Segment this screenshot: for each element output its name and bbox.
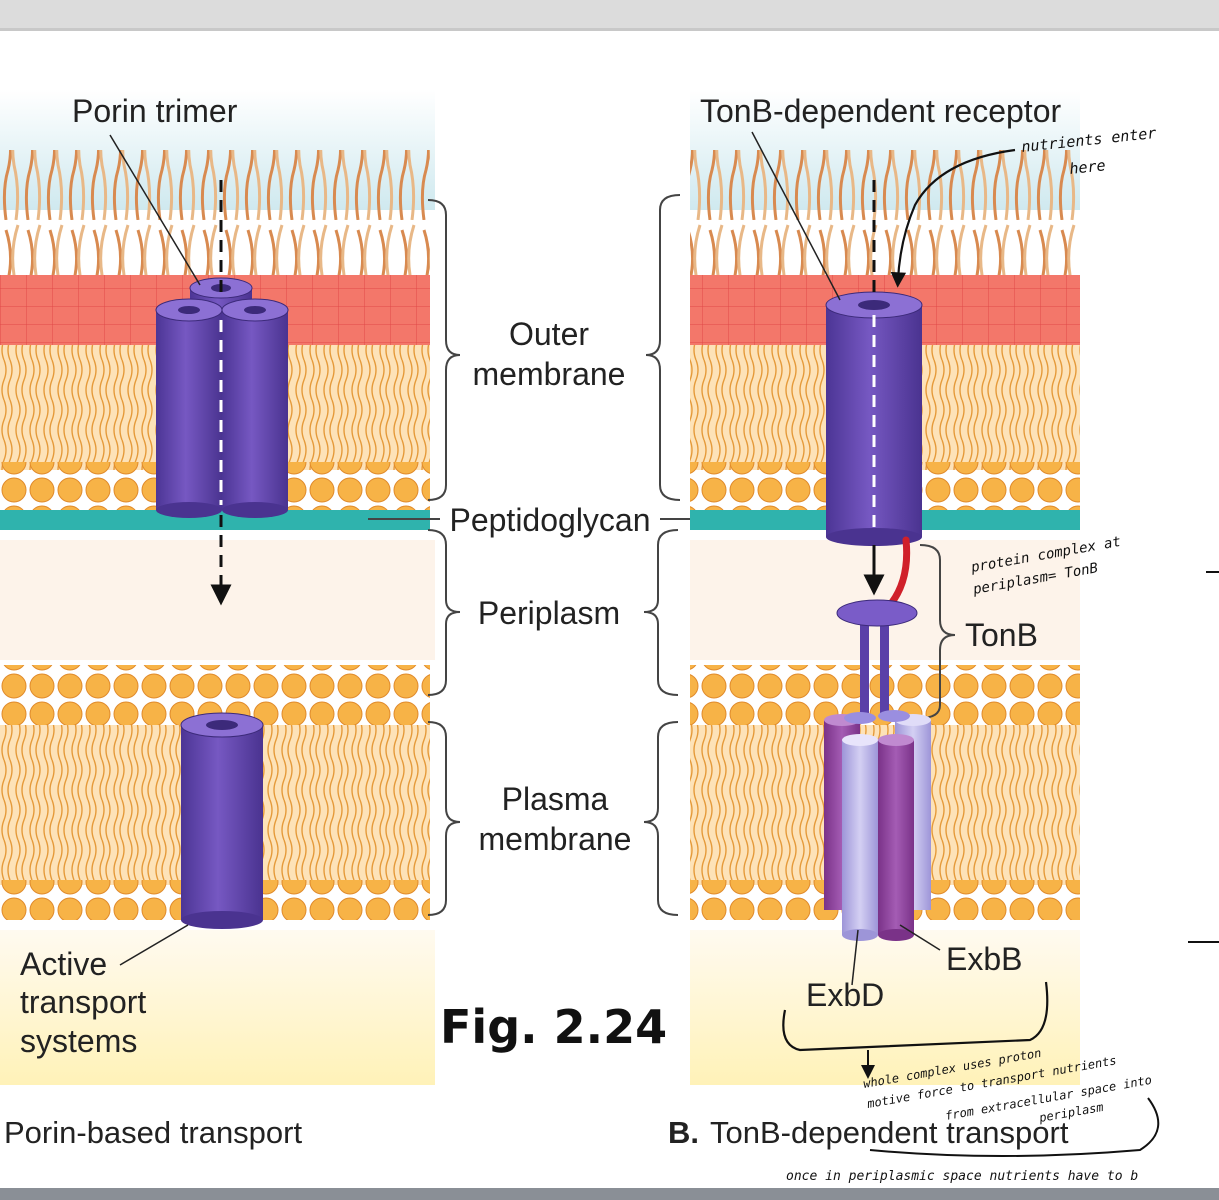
peptidoglycan-layer-a (0, 510, 430, 530)
plasma-membrane-label-line2: membrane (479, 821, 632, 857)
exbd-leader (851, 929, 859, 986)
active-label-line1: Active (20, 946, 107, 982)
active-label-line3: systems (20, 1023, 137, 1059)
lps-chains-a (0, 150, 430, 280)
porin-trimer-leader (109, 134, 201, 286)
caption-tonb-dependent-transport: TonB-dependent transport (710, 1115, 1069, 1150)
active-transport-protein (180, 712, 264, 929)
plasma-membrane-bracket-left (427, 721, 461, 916)
exbb-exbd-complex (824, 710, 931, 941)
outer-membrane-bracket-right (645, 194, 681, 501)
window-bottom-bar (0, 1188, 1219, 1200)
plasma-membrane-label-line1: Plasma (502, 781, 609, 817)
tonb-label: TonB (965, 617, 1038, 653)
outer-membrane-label-line1: Outer (509, 316, 589, 352)
peptidoglycan-label: Peptidoglycan (449, 502, 650, 538)
periplasm-bracket-left (427, 529, 461, 696)
note-nutrients-line2: here (1069, 156, 1107, 178)
layer-labels: Outer membrane Peptidoglycan Periplasm P… (368, 194, 730, 1054)
tonb-bracket (919, 544, 956, 719)
outer-membrane-label-line2: membrane (473, 356, 626, 392)
porin-trimer-label: Porin trimer (72, 93, 238, 129)
window-top-bar (0, 0, 1219, 31)
active-label-line2: transport (20, 984, 146, 1020)
periplasm-label: Periplasm (478, 595, 620, 631)
exbb-label: ExbB (946, 941, 1022, 977)
porin-trimer (155, 277, 289, 518)
outer-membrane-bracket-left (427, 199, 461, 501)
exbb-leader (899, 924, 941, 951)
plasma-membrane-bracket-right (643, 721, 679, 916)
tonb-protein (836, 536, 918, 715)
caption-underline-curve (869, 1097, 1160, 1157)
tonb-receptor-label: TonB-dependent receptor (700, 93, 1061, 129)
active-transport-leader (119, 924, 189, 966)
panel-b: TonB ExbB ExbD TonB-dependent receptor (690, 80, 1135, 1085)
lps-chains-b (690, 150, 1080, 280)
figure-number: Fig. 2.24 (440, 1000, 667, 1054)
panel-a: Porin trimer Active transport systems (0, 80, 435, 1085)
tonb-receptor-leader (751, 131, 841, 301)
caption-b-letter: B. (668, 1115, 699, 1150)
periplasm-bracket-right (643, 529, 679, 696)
note-bottom: once in periplasmic space nutrients have… (786, 1169, 1138, 1184)
caption-porin-based-transport: Porin-based transport (4, 1115, 302, 1150)
nutrients-arrow (890, 148, 1016, 288)
complex-bracket (782, 981, 1049, 1052)
exbd-label: ExbD (806, 977, 884, 1013)
